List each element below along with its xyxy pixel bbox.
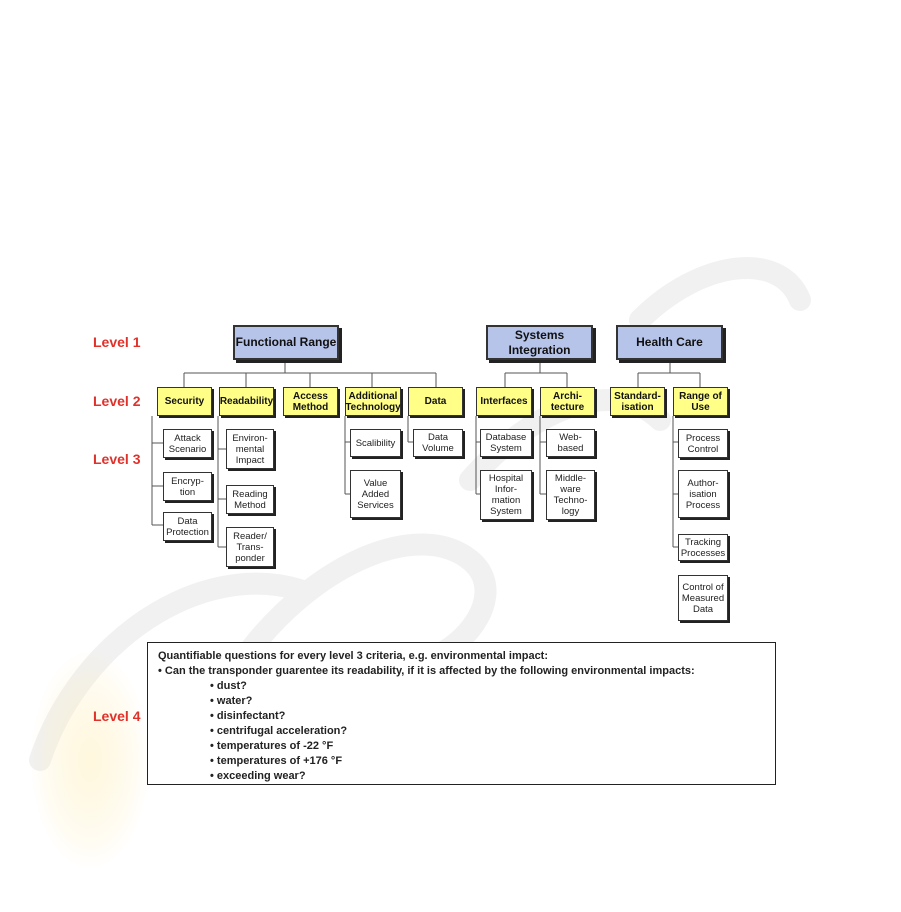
node-scalibility: Scalibility	[350, 429, 401, 457]
node-standardisation: Standard- isation	[610, 387, 665, 416]
node-interfaces: Interfaces	[476, 387, 532, 416]
level-4-question-box: Quantifiable questions for every level 3…	[147, 642, 776, 785]
node-architecture: Archi- tecture	[540, 387, 595, 416]
node-security: Security	[157, 387, 212, 416]
node-data-volume: Data Volume	[413, 429, 463, 457]
level-4-item: • temperatures of -22 °F	[210, 740, 334, 752]
node-data: Data	[408, 387, 463, 416]
level-2-label: Level 2	[93, 393, 141, 409]
node-control-of-measured-data: Control of Measured Data	[678, 575, 728, 621]
node-data-protection: Data Protection	[163, 512, 212, 541]
level-4-label: Level 4	[93, 708, 141, 724]
level-3-label: Level 3	[93, 451, 141, 467]
level-4-item: • dust?	[210, 680, 247, 692]
node-additional-technology: Additional Technology	[345, 387, 401, 416]
node-reading-method: Reading Method	[226, 485, 274, 514]
node-hospital-information-system: Hospital Infor- mation System	[480, 470, 532, 520]
node-readability: Readability	[219, 387, 274, 416]
node-environmental-impact: Environ- mental Impact	[226, 429, 274, 469]
node-value-added-services: Value Added Services	[350, 470, 401, 518]
node-encryption: Encryp- tion	[163, 472, 212, 501]
node-tracking-processes: Tracking Processes	[678, 534, 728, 561]
level-4-intro: Quantifiable questions for every level 3…	[158, 650, 549, 662]
node-process-control: Process Control	[678, 429, 728, 458]
node-database-system: Database System	[480, 429, 532, 457]
node-functional-range: Functional Range	[233, 325, 339, 360]
node-attack-scenario: Attack Scenario	[163, 429, 212, 458]
level-4-item: • water?	[210, 695, 253, 707]
node-access-method: Access Method	[283, 387, 338, 416]
node-middleware-technology: Middle- ware Techno- logy	[546, 470, 595, 520]
level-4-item: • exceeding wear?	[210, 770, 306, 782]
node-health-care: Health Care	[616, 325, 723, 360]
node-web-based: Web- based	[546, 429, 595, 457]
node-reader-transponder: Reader/ Trans- ponder	[226, 527, 274, 567]
level-1-label: Level 1	[93, 334, 141, 350]
level-4-item: • centrifugal acceleration?	[210, 725, 348, 737]
node-systems-integration: Systems Integration	[486, 325, 593, 360]
level-4-item: • disinfectant?	[210, 710, 286, 722]
node-range-of-use: Range of Use	[673, 387, 728, 416]
node-authorisation-process: Author- isation Process	[678, 470, 728, 518]
level-4-item: • temperatures of +176 °F	[210, 755, 343, 767]
level-4-question: • Can the transponder guarentee its read…	[158, 665, 695, 677]
